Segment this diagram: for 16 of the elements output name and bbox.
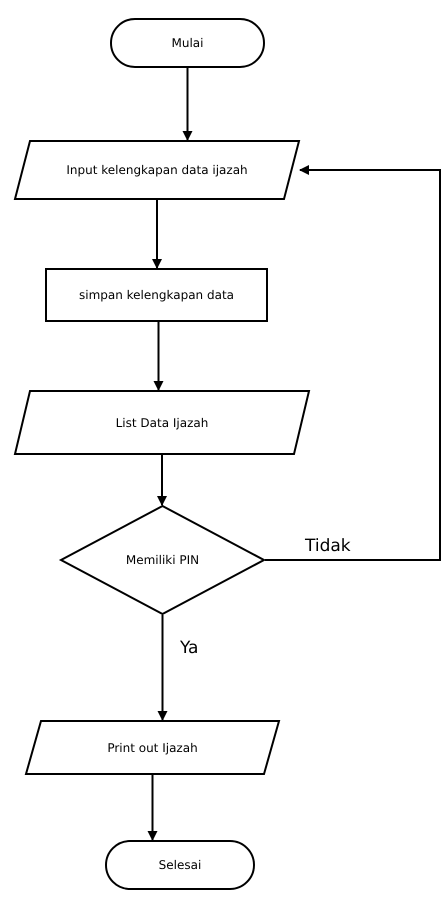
node-label: List Data Ijazah [116, 416, 208, 430]
arrow [154, 322, 164, 391]
arrow [182, 68, 192, 141]
node-label: Selesai [158, 858, 202, 872]
node-label: Print out Ijazah [107, 740, 198, 754]
arrow [148, 775, 158, 841]
arrow [265, 165, 441, 561]
arrow [157, 455, 167, 506]
node-label: Memiliki PIN [126, 553, 200, 567]
node-label: Mulai [172, 36, 204, 50]
node-label: simpan kelengkapan data [78, 288, 234, 302]
edge-label: Ya [180, 638, 198, 658]
arrow [158, 615, 168, 721]
arrow [152, 200, 162, 269]
node-label: Input kelengkapan data ijazah [66, 163, 248, 177]
edge-label: Tidak [305, 536, 351, 556]
